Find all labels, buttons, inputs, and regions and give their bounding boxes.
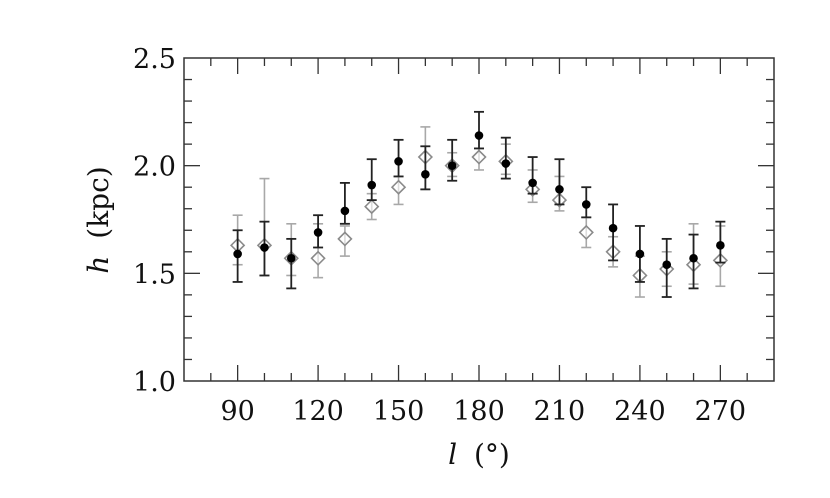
data-point-circle [608,223,618,233]
data-point-circle [581,200,591,209]
y-tick-label: 1.0 [133,367,176,398]
x-tick-label: 90 [220,396,254,427]
data-point-circle [716,241,725,250]
data-point-circle [447,161,457,170]
x-tick-label: 270 [695,396,747,427]
data-point-circle [367,180,377,190]
data-point-circle [635,249,645,259]
data-point-circle [313,228,323,237]
data-point-circle [421,169,430,179]
y-tick-labels: 1.0 1.5 2.0 2.5 [133,44,176,398]
data-point-circle [662,260,672,270]
x-tick-label: 240 [614,396,666,427]
y-axis-var: h [82,256,115,274]
data-point-circle [286,253,296,263]
data-point-diamond [390,179,407,195]
data-point-circle [555,185,564,194]
plot-frame [183,57,775,382]
series-open-diamonds [230,126,728,298]
x-tick-labels: 90 120 150 180 210 240 270 [220,396,746,427]
data-point-circle [233,249,242,259]
data-point-circle [474,131,484,140]
data-point-circle [340,206,350,216]
axis-ticks [184,58,774,381]
x-axis-var: l [448,438,457,471]
y-tick-label: 2.5 [133,44,176,75]
y-tick-label: 2.0 [133,152,176,183]
x-tick-label: 210 [534,396,586,427]
y-axis-label: h (kpc) [82,166,115,273]
series-filled-circles [232,110,726,298]
data-point-circle [501,159,511,168]
data-point-circle [689,253,698,263]
y-tick-label: 1.5 [133,259,176,290]
data-point-diamond [471,149,487,165]
data-point-circle [528,178,537,188]
data-point-circle [260,243,269,252]
x-axis-unit: (°) [474,438,510,471]
x-tick-label: 180 [453,396,505,427]
y-axis-unit: (kpc) [82,166,115,238]
data-point-diamond [337,231,353,247]
data-point-diamond [310,250,326,266]
x-tick-label: 150 [373,396,425,427]
x-axis-label: l (°) [448,438,510,471]
x-tick-label: 120 [292,396,344,427]
data-point-diamond [578,224,594,241]
data-point-diamond [364,198,380,215]
data-point-circle [394,157,403,166]
